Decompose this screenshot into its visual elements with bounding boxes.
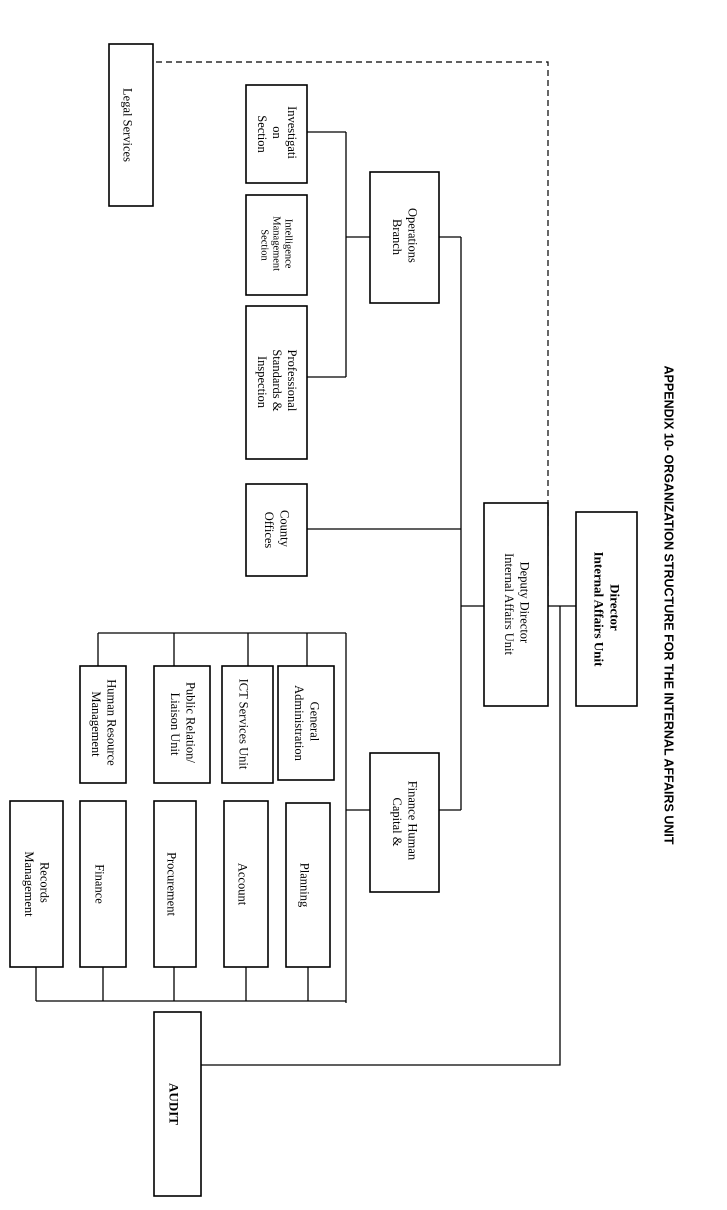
svg-text:Public Relation/ Liaison: Public Relation/ Liaison Unit	[168, 682, 198, 766]
node-account: Account	[223, 800, 269, 968]
records-line-2: Management	[22, 851, 36, 917]
node-records-management: Records Management	[9, 800, 64, 968]
svg-text:Account: Account	[236, 863, 250, 906]
svg-text:Deputy Director Internal: Deputy Director Internal Affairs Unit	[502, 553, 532, 655]
operations-line-2: Branch	[390, 219, 404, 256]
svg-text:Director Internal Affair: Director Internal Affairs Unit	[591, 552, 622, 668]
public-relation-line-2: Liaison Unit	[168, 693, 182, 756]
intelligence-line-2: Management	[270, 216, 281, 271]
general-admin-line-2: Administration	[292, 685, 306, 761]
node-general-administration: General Administration	[277, 665, 335, 781]
node-procurement: Procurement	[153, 800, 197, 968]
intelligence-line-1: Intelligence	[282, 219, 293, 269]
node-public-relation: Public Relation/ Liaison Unit	[153, 665, 211, 784]
connectors	[35, 61, 576, 1066]
svg-text:AUDIT: AUDIT	[166, 1083, 181, 1125]
svg-text:Legal Services: Legal Services	[121, 88, 135, 162]
node-human-resource: Human Resource Management	[79, 665, 127, 784]
svg-text:Professional Standards &: Professional Standards & Inspection	[255, 349, 299, 414]
node-ict-services: ICT Services Unit	[221, 665, 274, 784]
node-professional-standards: Professional Standards & Inspection	[245, 305, 308, 460]
finance-hc-line-2: Capital &	[390, 798, 404, 847]
svg-text:Operations Branch: Operations Branch	[390, 208, 420, 266]
director-line-2: Internal Affairs Unit	[591, 552, 606, 668]
node-planning: Planning	[285, 802, 331, 968]
svg-text:Finance Human Capital &: Finance Human Capital &	[390, 781, 420, 864]
chart-title: APPENDIX 10- ORGANIZATION STRUCTURE FOR …	[662, 366, 676, 845]
professional-line-3: Inspection	[255, 356, 269, 409]
node-investigation-section: Investigati on Section	[245, 84, 308, 184]
professional-line-1: Professional	[285, 350, 299, 412]
svg-text:General Administration: General Administration	[292, 685, 322, 761]
node-deputy-director: Deputy Director Internal Affairs Unit	[483, 502, 549, 707]
svg-text:Human Resource Managemen: Human Resource Management	[89, 679, 119, 769]
node-finance-human-capital: Finance Human Capital &	[369, 752, 440, 893]
svg-text:Finance: Finance	[93, 864, 107, 904]
intelligence-line-3: Section	[258, 229, 269, 261]
human-resource-line-1: Human Resource	[104, 679, 118, 766]
operations-line-1: Operations	[405, 208, 419, 263]
node-county-offices: County Offices	[245, 483, 308, 577]
investigation-line-3: Section	[255, 115, 269, 153]
svg-text:ICT Services Unit: ICT Services Unit	[237, 679, 251, 770]
public-relation-line-1: Public Relation/	[183, 682, 197, 763]
svg-text:Procurement: Procurement	[165, 852, 179, 916]
human-resource-line-2: Management	[89, 691, 103, 757]
account-line-1: Account	[236, 863, 250, 906]
finance-hc-line-1: Finance Human	[405, 781, 419, 861]
planning-line-1: Planning	[298, 863, 312, 908]
finance-line-1: Finance	[93, 864, 107, 904]
ict-line-1: ICT Services Unit	[237, 679, 251, 770]
county-line-1: County	[277, 510, 291, 548]
node-intelligence-section: Intelligence Management Section	[245, 194, 308, 296]
professional-line-2: Standards &	[270, 349, 284, 411]
connector-legal-dashed	[153, 61, 549, 606]
svg-text:Investigati on Sec: Investigati on Section	[255, 106, 299, 162]
records-line-1: Records	[37, 862, 51, 903]
deputy-line-1: Deputy Director	[517, 562, 531, 644]
procurement-line-1: Procurement	[165, 852, 179, 916]
svg-text:County Offices: County Offices	[262, 510, 292, 550]
county-line-2: Offices	[262, 512, 276, 549]
investigation-line-1: Investigati	[285, 106, 299, 159]
director-line-1: Director	[608, 584, 623, 631]
svg-text:Records Management: Records Management	[22, 851, 52, 917]
deputy-line-2: Internal Affairs Unit	[502, 553, 516, 655]
connector-director-audit	[201, 606, 561, 1066]
investigation-line-2: on	[270, 126, 284, 139]
svg-text:Intelligence Management: Intelligence Management Section	[258, 216, 293, 273]
svg-text:Planning: Planning	[298, 863, 312, 908]
node-director: Director Internal Affairs Unit	[575, 511, 638, 707]
node-finance: Finance	[79, 800, 127, 968]
node-legal-services: Legal Services	[108, 43, 154, 207]
node-operations-branch: Operations Branch	[369, 171, 440, 304]
node-audit: AUDIT	[153, 1011, 202, 1197]
audit-line-1: AUDIT	[166, 1083, 181, 1125]
legal-line-1: Legal Services	[121, 88, 135, 162]
general-admin-line-1: General	[307, 702, 321, 742]
